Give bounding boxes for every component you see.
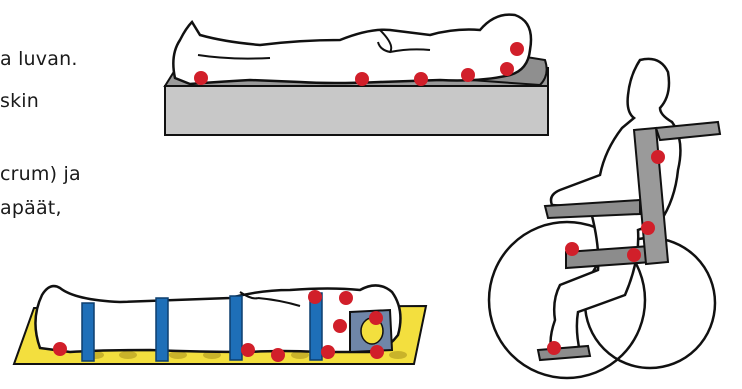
pressure-point: [308, 290, 322, 304]
supine-on-board-figure: [14, 285, 426, 364]
pressure-point: [370, 345, 384, 359]
pressure-point: [241, 343, 255, 357]
pressure-point: [369, 311, 383, 325]
pressure-point: [333, 319, 347, 333]
supine-on-mattress-figure: [165, 15, 548, 135]
pressure-point: [651, 150, 665, 164]
pressure-point: [547, 341, 561, 355]
wheelchair-footrest: [538, 346, 590, 360]
pressure-point: [321, 345, 335, 359]
strap-post: [230, 296, 242, 360]
pressure-point: [461, 68, 475, 82]
pressure-point: [355, 72, 369, 86]
pressure-point: [500, 62, 514, 76]
strap-post: [82, 303, 94, 361]
pressure-point: [414, 72, 428, 86]
pressure-point: [565, 242, 579, 256]
pressure-point: [641, 221, 655, 235]
pressure-point: [627, 248, 641, 262]
lying-body-outline: [173, 15, 531, 84]
pressure-point: [194, 71, 208, 85]
pressure-point: [53, 342, 67, 356]
mattress: [165, 86, 548, 135]
pressure-point: [339, 291, 353, 305]
pressure-point: [271, 348, 285, 362]
pressure-point: [510, 42, 524, 56]
strap-post: [156, 298, 168, 361]
